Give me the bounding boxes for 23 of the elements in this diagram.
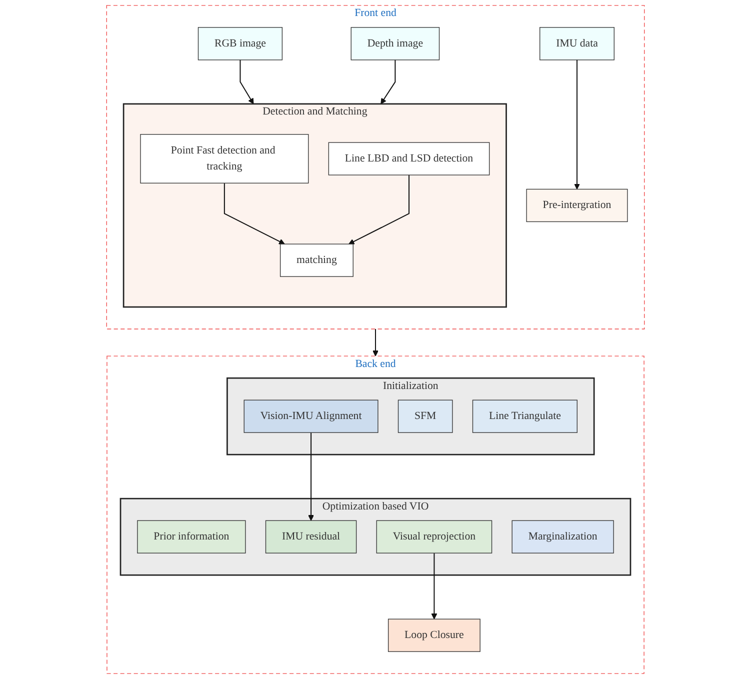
node-box: RGB image bbox=[198, 27, 283, 60]
node-box: IMU residual bbox=[265, 520, 357, 554]
arrow bbox=[380, 60, 396, 104]
node-box: Line LBD and LSD detection bbox=[328, 142, 490, 176]
arrow bbox=[240, 60, 254, 104]
node-box: Loop Closure bbox=[388, 618, 480, 652]
node-box: Vision-IMU Alignment bbox=[244, 400, 378, 433]
node-box: Prior information bbox=[137, 520, 246, 554]
node-box: Visual reprojection bbox=[376, 520, 492, 554]
node-box: Line Triangulate bbox=[472, 400, 578, 433]
arrow bbox=[574, 60, 580, 190]
node-box: IMU data bbox=[540, 27, 614, 60]
arrow bbox=[372, 329, 378, 356]
arrow bbox=[308, 432, 314, 521]
arrow bbox=[431, 553, 438, 620]
arrow bbox=[224, 183, 285, 244]
node-box: SFM bbox=[398, 400, 453, 433]
node-box: matching bbox=[280, 244, 354, 277]
node-box: Marginalization bbox=[512, 520, 614, 554]
node-box: Pre-intergration bbox=[526, 188, 628, 222]
node-box: Depth image bbox=[350, 27, 440, 60]
arrow bbox=[348, 175, 410, 244]
node-box: Point Fast detection and tracking bbox=[140, 134, 309, 184]
